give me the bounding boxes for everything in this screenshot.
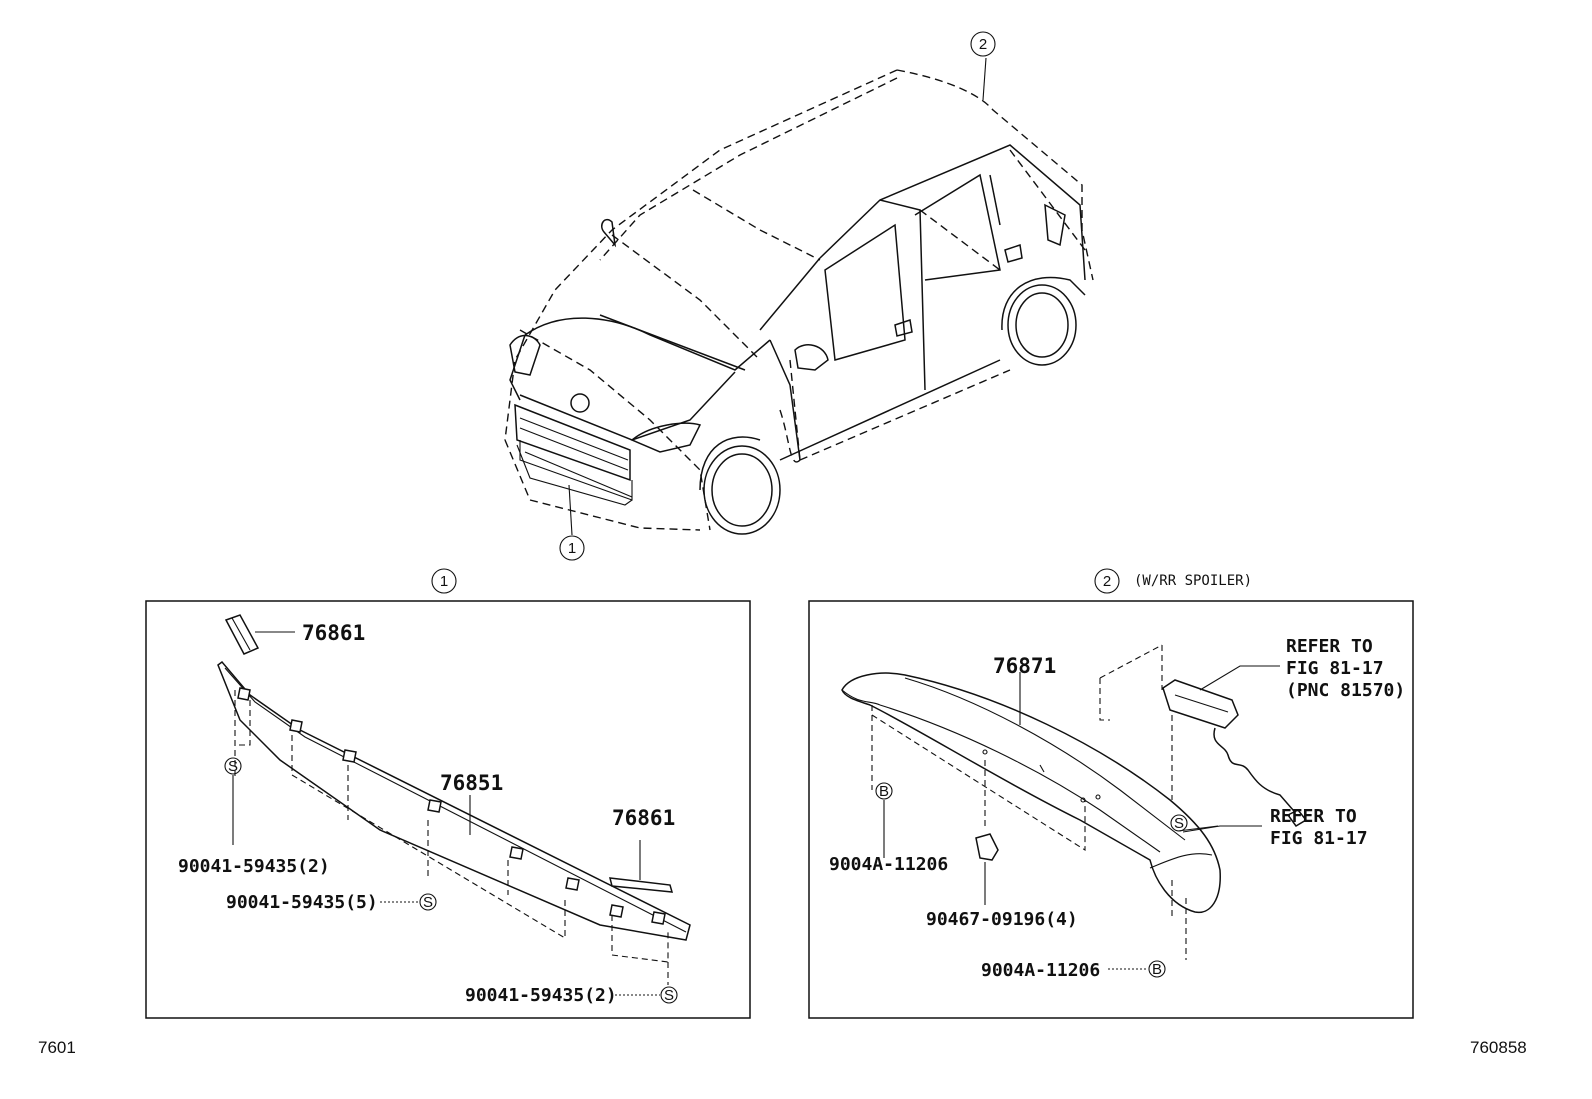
car-callout-2: 2 <box>970 31 996 57</box>
marker-b-right: B <box>1148 960 1166 978</box>
panel-front-heading: 1 <box>431 568 457 594</box>
label-nut: 90467-09196(4) <box>926 909 1078 930</box>
svg-text:FIG 81-17: FIG 81-17 <box>1270 828 1368 849</box>
marker-s-2: S <box>419 893 437 911</box>
car-callout-1: 1 <box>559 535 585 561</box>
label-bolt-right: 9004A-11206 <box>981 960 1100 981</box>
bracket-76861-top <box>224 614 295 655</box>
svg-text:S: S <box>664 987 674 1004</box>
svg-text:S: S <box>1174 815 1184 832</box>
footer-right-code: 760858 <box>1470 1038 1527 1057</box>
label-76851: 76851 <box>440 771 503 795</box>
svg-text:B: B <box>1152 961 1162 978</box>
svg-text:1: 1 <box>568 540 576 557</box>
label-clip-c: 90041-59435(2) <box>465 985 617 1006</box>
spoiler-76871 <box>841 672 1221 914</box>
refer-note-1: REFER TO FIG 81-17 (PNC 81570) <box>1286 636 1405 701</box>
svg-text:REFER TO: REFER TO <box>1286 636 1373 657</box>
svg-text:B: B <box>879 783 889 800</box>
marker-s-3: S <box>660 986 678 1004</box>
panel-front: 1 <box>145 568 751 1019</box>
refer-note-2: REFER TO FIG 81-17 <box>1270 806 1368 849</box>
marker-s-rear: S <box>1170 814 1188 832</box>
svg-text:FIG 81-17: FIG 81-17 <box>1286 658 1384 679</box>
car-illustration <box>504 57 1094 536</box>
svg-text:2: 2 <box>979 36 987 53</box>
marker-s-1: S <box>224 757 242 775</box>
svg-text:S: S <box>228 758 238 775</box>
panel-rear-heading: 2 <box>1094 568 1120 594</box>
label-bolt-left: 9004A-11206 <box>829 854 948 875</box>
label-76861-right: 76861 <box>612 806 675 830</box>
label-variant: (W/RR SPOILER) <box>1134 573 1252 589</box>
svg-text:2: 2 <box>1103 573 1111 590</box>
footer-left-code: 7601 <box>38 1038 76 1057</box>
label-76861-top: 76861 <box>302 621 365 645</box>
molding-76851 <box>217 660 691 941</box>
bracket-76861-right <box>609 840 674 893</box>
svg-text:1: 1 <box>440 573 448 590</box>
label-clip-b: 90041-59435(5) <box>226 892 378 913</box>
marker-b-left: B <box>875 782 893 800</box>
svg-text:(PNC 81570): (PNC 81570) <box>1286 680 1405 701</box>
panel-rear: 2 (W/RR SPOILER) <box>808 568 1414 1019</box>
svg-text:S: S <box>423 894 433 911</box>
label-clip-a: 90041-59435(2) <box>178 856 330 877</box>
label-76871: 76871 <box>993 654 1056 678</box>
high-mount-stop-lamp <box>1162 679 1308 827</box>
nut-90467 <box>975 833 999 861</box>
svg-text:REFER TO: REFER TO <box>1270 806 1357 827</box>
